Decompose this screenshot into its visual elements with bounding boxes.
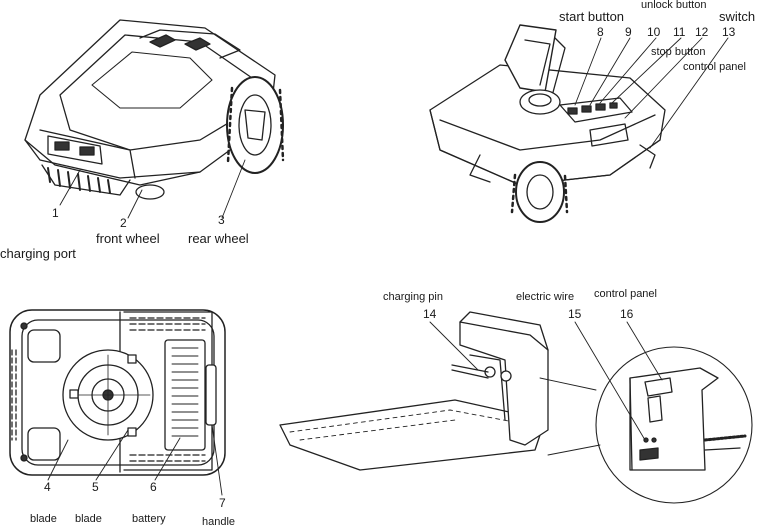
label-stop-button: stop button <box>651 46 706 58</box>
label-handle: handle <box>202 516 236 528</box>
label-blade-4: blade <box>30 513 57 525</box>
callout-number-7: 7 <box>219 496 226 510</box>
callout-number-11: 11 <box>673 25 686 39</box>
leader-lines <box>47 37 729 496</box>
label-control-panel-top: control panel <box>683 61 746 73</box>
callout-number-14: 14 <box>423 307 437 321</box>
label-blade-5: blade <box>75 513 102 525</box>
label-start-button: start button <box>559 9 625 24</box>
callout-number-15: 15 <box>568 307 582 321</box>
label-electric-wire: electric wire <box>516 291 575 303</box>
label-unlock-button: unlock button <box>641 0 707 11</box>
label-battery: battery <box>132 513 166 525</box>
label-control-panel-station: control panel <box>594 288 657 300</box>
label-switch: switch <box>719 9 756 24</box>
mower-rear-view <box>429 24 666 223</box>
callout-number-3: 3 <box>218 213 225 227</box>
callout-number-16: 16 <box>620 307 634 321</box>
mower-underside-view <box>9 309 226 476</box>
label-front-wheel: front wheel <box>96 231 160 246</box>
charging-station-view <box>279 311 753 504</box>
label-charging-pin: charging pin <box>383 291 443 303</box>
callout-number-9: 9 <box>625 25 632 39</box>
label-charging-port: charging port <box>0 246 76 261</box>
callout-number-12: 12 <box>695 25 709 39</box>
label-rear-wheel: rear wheel <box>188 231 249 246</box>
callout-number-6: 6 <box>150 480 157 494</box>
callout-number-10: 10 <box>647 25 661 39</box>
callout-number-4: 4 <box>44 480 51 494</box>
callout-number-8: 8 <box>597 25 604 39</box>
callout-number-5: 5 <box>92 480 99 494</box>
callout-number-1: 1 <box>52 206 59 220</box>
mower-front-view <box>24 19 285 200</box>
callout-number-13: 13 <box>722 25 736 39</box>
callout-number-2: 2 <box>120 216 127 230</box>
